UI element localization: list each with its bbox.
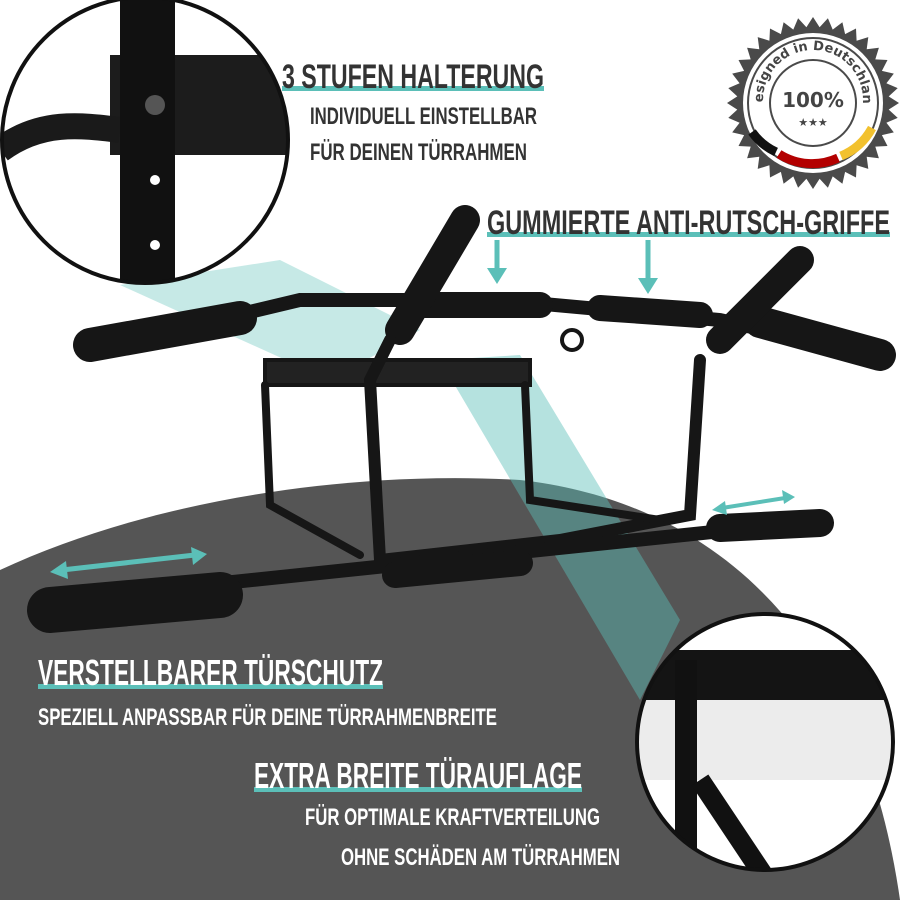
feature-rest: EXTRA BREITE TÜRAUFLAGE FÜR OPTIMALE KRA…	[254, 755, 620, 871]
zoom-beam-top	[120, 260, 420, 380]
seal-center-text: 100%	[782, 88, 844, 112]
feature-mount: 3 STUFEN HALTERUNG INDIVIDUELL EINSTELLB…	[282, 58, 544, 166]
feature-title: GUMMIERTE ANTI-RUTSCH-GRIFFE	[487, 204, 890, 242]
zoom-beam-bottom	[440, 355, 680, 700]
feature-line: INDIVIDUELL EINSTELLBAR	[310, 103, 537, 130]
double-arrow-icon	[712, 490, 795, 515]
feature-title: VERSTELLBARER TÜRSCHUTZ	[38, 652, 383, 693]
feature-title: EXTRA BREITE TÜRAUFLAGE	[254, 755, 582, 796]
seal-stars: ★★★	[798, 116, 828, 129]
mount-detail-circle	[0, 0, 290, 285]
feature-line: FÜR DEINEN TÜRRAHMEN	[310, 139, 527, 166]
feature-door-guard: VERSTELLBARER TÜRSCHUTZ SPEZIELL ANPASSB…	[38, 652, 497, 731]
feature-grips: GUMMIERTE ANTI-RUTSCH-GRIFFE	[487, 204, 890, 242]
down-arrow-icon	[487, 240, 658, 294]
rest-detail-circle	[635, 612, 895, 872]
feature-title: 3 STUFEN HALTERUNG	[282, 58, 544, 96]
pull-up-bar	[27, 205, 896, 633]
feature-line: OHNE SCHÄDEN AM TÜRRAHMEN	[341, 844, 620, 871]
feature-line: FÜR OPTIMALE KRAFTVERTEILUNG	[305, 804, 600, 831]
double-arrow-icon	[50, 547, 207, 579]
feature-line: SPEZIELL ANPASSBAR FÜR DEINE TÜRRAHMENBR…	[38, 704, 497, 731]
